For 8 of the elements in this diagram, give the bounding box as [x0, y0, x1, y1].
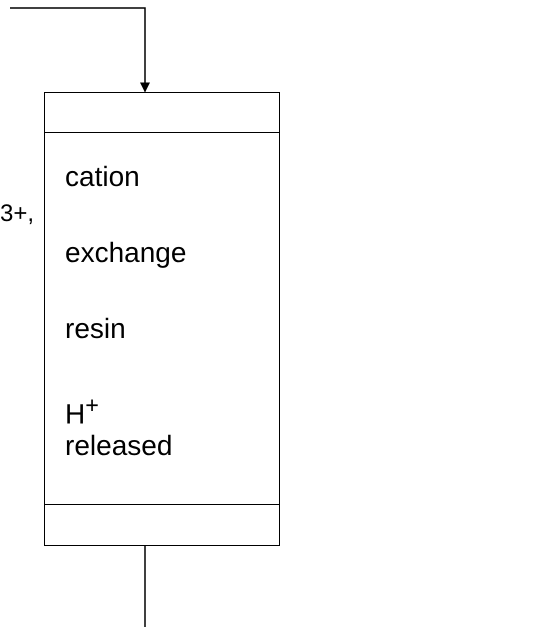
column-text: exchange	[65, 237, 186, 269]
resin-column	[44, 92, 280, 546]
connector-line	[144, 546, 146, 627]
column-text: resin	[65, 313, 126, 345]
column-text: H$^{+}$ released	[65, 391, 174, 462]
arrow	[10, 7, 150, 92]
column-text: cation	[65, 161, 140, 193]
ion-label: 3+,	[0, 200, 34, 228]
